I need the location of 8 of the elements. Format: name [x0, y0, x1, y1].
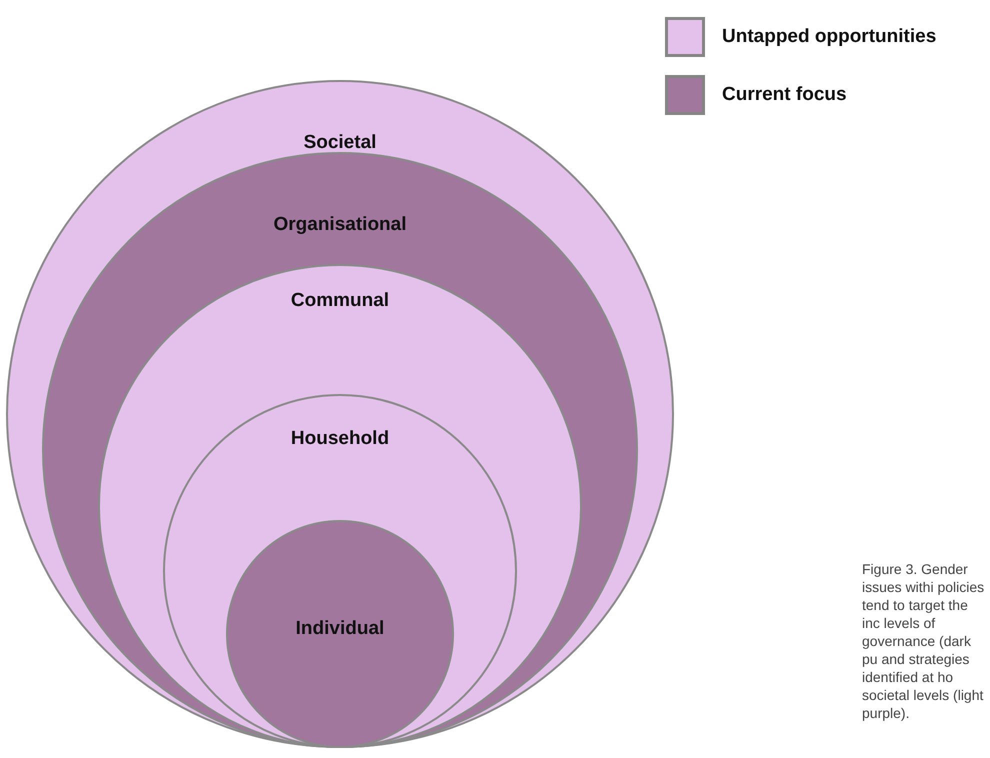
legend-label: Untapped opportunities: [722, 26, 936, 48]
level-label: Organisational: [273, 214, 407, 236]
level-label: Societal: [304, 132, 376, 154]
legend-label: Current focus: [722, 84, 847, 106]
level-label: Individual: [296, 618, 384, 640]
level-label: Household: [290, 428, 390, 450]
level-label: Communal: [290, 290, 390, 312]
figure-caption: Figure 3. Gender issues withi policies tend to target the inc levels of governance (dark pu and strategies identified at ho societal levels (light purple).: [862, 560, 986, 722]
